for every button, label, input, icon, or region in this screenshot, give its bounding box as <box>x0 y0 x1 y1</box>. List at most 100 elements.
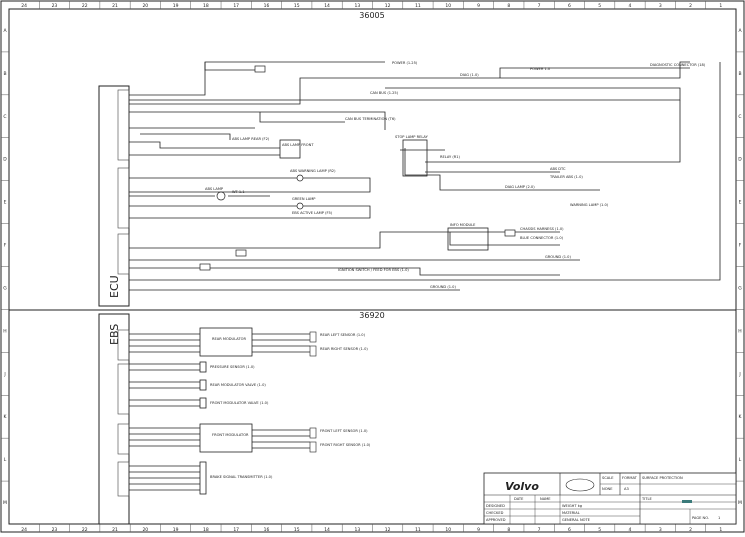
left-row-label: K <box>4 414 8 420</box>
ecu-pin-block-1 <box>117 89 130 161</box>
title-label: TITLE <box>641 497 652 501</box>
rear-modulator-label: REAR MODULATOR <box>212 337 246 341</box>
bottom-column-label: 24 <box>21 527 27 533</box>
top-column-label: 19 <box>173 3 179 9</box>
diag-a-label: DIAG (1.0) <box>460 73 479 77</box>
top-column-label: 10 <box>445 3 451 9</box>
can-bus-label: CAN BUS (1.25) <box>370 91 399 95</box>
top-column-label: 7 <box>538 3 541 9</box>
left-row-label: G <box>3 285 7 291</box>
power-right-label: POWER 1.0 <box>530 67 551 71</box>
trailer-abs-label: TRAILER ABS (1.0) <box>549 175 583 179</box>
top-column-label: 21 <box>112 3 118 9</box>
bottom-column-label: 10 <box>445 527 451 533</box>
format-value: A3 <box>624 487 629 491</box>
top-column-label: 9 <box>477 3 480 9</box>
bottom-column-label: 3 <box>659 527 662 533</box>
info-module-label: INFO MODULE <box>450 223 476 227</box>
logo-emblem <box>565 478 595 492</box>
wt-label: WT 1.1 <box>232 190 245 194</box>
lower-labels: REAR MODULATOR FRONT MODULATOR REAR LEFT… <box>210 333 371 479</box>
upper-section-number: 36005 <box>359 11 384 20</box>
top-column-label: 2 <box>689 3 692 9</box>
right-row-label: K <box>739 414 743 420</box>
front-modulator-label: FRONT MODULATOR <box>212 433 249 437</box>
lower-connector-symbols <box>309 331 317 453</box>
right-row-label: E <box>739 200 742 206</box>
bottom-column-label: 2 <box>689 527 692 533</box>
lower-section-number: 36920 <box>359 311 384 320</box>
chassis-harness-label: CHASSIS HARNESS (1.0) <box>520 227 564 231</box>
green-lamp-label: GREEN LAMP <box>292 197 316 201</box>
ecu-label: ECU <box>108 275 121 298</box>
logo-text: Volvo <box>505 480 539 493</box>
bottom-column-label: 17 <box>233 527 239 533</box>
abs-dtc-label: ABS DTC <box>550 167 566 171</box>
ecu-module <box>98 85 130 307</box>
ground-label: GROUND (1.0) <box>430 285 456 289</box>
left-row-label: F <box>4 243 7 249</box>
left-row-label: L <box>4 457 7 463</box>
left-row-label: E <box>4 200 7 206</box>
left-row-label: B <box>3 71 6 77</box>
bottom-column-label: 15 <box>294 527 300 533</box>
blue-connector-label: BLUE CONNECTOR (1.0) <box>520 236 564 240</box>
material-label: MATERIAL <box>562 511 580 515</box>
abs-warning-lamp-label: ABS WARNING LAMP (R2) <box>290 169 336 173</box>
bottom-column-label: 9 <box>477 527 480 533</box>
lower-wiring <box>129 327 310 495</box>
pressure-sensor-label: PRESSURE SENSOR (1.0) <box>210 365 255 369</box>
top-column-label: 24 <box>21 3 27 9</box>
left-row-label: A <box>3 28 7 34</box>
rear-right-sensor-label: REAR RIGHT SENSOR (1.0) <box>320 347 368 351</box>
ebs-pin-block-3 <box>117 423 130 455</box>
top-column-label: 16 <box>264 3 270 9</box>
top-column-label: 23 <box>52 3 58 9</box>
power-label: POWER (1.25) <box>392 61 418 65</box>
warning-lamp-label: WARNING LAMP (1.0) <box>570 203 609 207</box>
top-column-label: 5 <box>598 3 601 9</box>
ground-right-label: GROUND (1.0) <box>545 255 571 259</box>
bottom-column-label: 21 <box>112 527 118 533</box>
front-right-sensor-label: FRONT RIGHT SENSOR (1.0) <box>320 443 371 447</box>
scale-label: SCALE <box>602 476 614 480</box>
approved-label: APPROVED <box>486 518 506 522</box>
name-label: NAME <box>540 497 551 501</box>
top-column-label: 13 <box>354 3 360 9</box>
bottom-column-label: 22 <box>82 527 88 533</box>
right-row-label: H <box>738 328 741 334</box>
title-block-labels: SCALE FORMAT SURFACE PROTECTION NONE A3 … <box>486 476 720 522</box>
ebs-label: EBS <box>108 324 121 345</box>
left-row-label: D <box>3 157 7 163</box>
bottom-column-label: 23 <box>52 527 58 533</box>
bottom-column-label: 12 <box>385 527 391 533</box>
title-block-logo: Volvo <box>505 478 692 503</box>
surface-label: SURFACE PROTECTION <box>642 476 683 480</box>
top-column-label: 6 <box>568 3 571 9</box>
right-row-label: J <box>738 371 740 377</box>
bottom-column-label: 13 <box>354 527 360 533</box>
right-row-label: B <box>738 71 741 77</box>
bottom-column-label: 1 <box>719 527 722 533</box>
stop-lamp-relay-label: STOP LAMP RELAY <box>395 135 429 139</box>
right-row-label: M <box>738 500 742 506</box>
ignition-switch-label: IGNITION SWITCH / FEED FOR EBS (1.0) <box>338 268 409 272</box>
front-modulator-valve-label: FRONT MODULATOR VALVE (1.0) <box>210 401 269 405</box>
diag-connector-label: DIAGNOSTIC CONNECTOR (18) <box>650 63 706 67</box>
accent-mark <box>682 500 692 503</box>
bottom-column-label: 18 <box>203 527 209 533</box>
top-column-label: 1 <box>719 3 722 9</box>
general-label: GENERAL NOTE <box>562 518 591 522</box>
top-column-label: 11 <box>415 3 421 9</box>
right-row-label: C <box>738 114 741 120</box>
top-column-label: 4 <box>629 3 632 9</box>
relay-label: RELAY (R1) <box>440 155 461 159</box>
top-column-label: 3 <box>659 3 662 9</box>
